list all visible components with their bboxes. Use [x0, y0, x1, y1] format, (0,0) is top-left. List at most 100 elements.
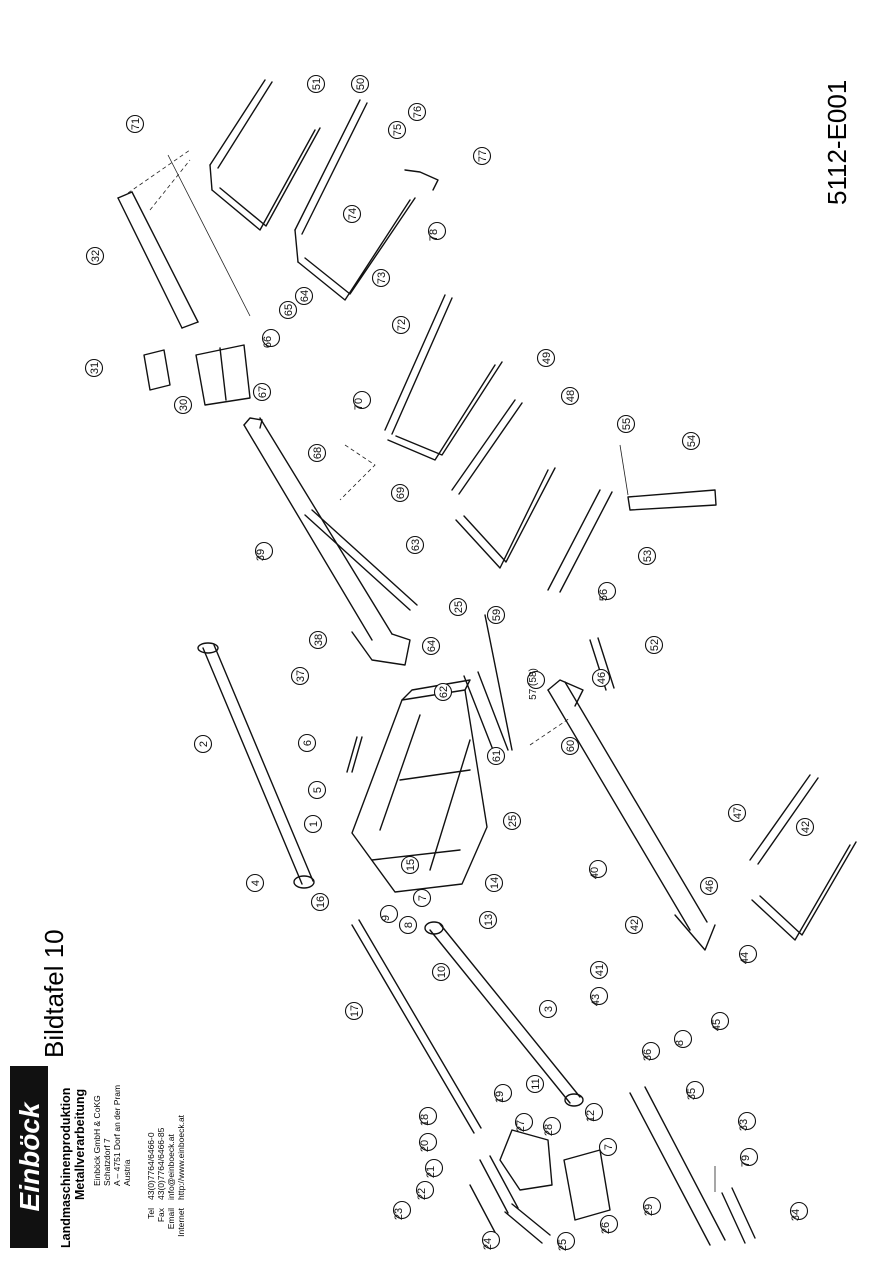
- svg-text:23: 23: [393, 1208, 405, 1220]
- svg-text:2: 2: [198, 741, 210, 747]
- svg-text:43: 43: [590, 994, 602, 1006]
- callout-56: 56: [597, 581, 617, 601]
- callout-46b: 46: [699, 876, 719, 896]
- contact-email-label: Email: [166, 1208, 176, 1229]
- callout-23: 23: [392, 1200, 412, 1220]
- svg-text:16: 16: [315, 896, 327, 908]
- svg-text:26: 26: [600, 1222, 612, 1234]
- callout-44: 44: [738, 944, 758, 964]
- callout-14: 14: [484, 873, 504, 893]
- svg-text:31: 31: [89, 362, 101, 374]
- callout-63: 63: [405, 535, 425, 555]
- svg-text:40: 40: [589, 867, 601, 879]
- address-line-3: A – 4751 Dorf an der Pram: [112, 1085, 122, 1186]
- callout-16: 16: [310, 892, 330, 912]
- svg-text:62: 62: [438, 686, 450, 698]
- callout-42a: 42: [624, 915, 644, 935]
- company-tagline-1: Landmaschinenproduktion: [59, 1088, 73, 1248]
- callout-1: 1: [303, 814, 323, 834]
- svg-text:13: 13: [483, 914, 495, 926]
- callout-60: 60: [560, 736, 580, 756]
- svg-text:76: 76: [412, 106, 424, 118]
- callout-45: 45: [710, 1011, 730, 1031]
- contact-internet-label: Internet: [176, 1207, 186, 1236]
- callout-7b: 7: [598, 1137, 618, 1157]
- callout-67: 67: [252, 382, 272, 402]
- svg-text:41: 41: [594, 964, 606, 976]
- callout-25a: 25: [448, 597, 468, 617]
- svg-text:68: 68: [312, 447, 324, 459]
- callout-68: 68: [307, 443, 327, 463]
- svg-text:18: 18: [419, 1114, 431, 1126]
- callout-69: 69: [390, 483, 410, 503]
- svg-text:38: 38: [313, 634, 325, 646]
- svg-text:35: 35: [686, 1088, 698, 1100]
- callout-7a: 7: [412, 888, 432, 908]
- callout-17: 17: [344, 1001, 364, 1021]
- svg-text:12: 12: [585, 1110, 597, 1122]
- svg-text:56: 56: [598, 589, 610, 601]
- callout-36: 36: [641, 1041, 661, 1061]
- svg-text:63: 63: [410, 539, 422, 551]
- svg-text:24: 24: [482, 1238, 494, 1250]
- callout-29: 29: [642, 1196, 662, 1216]
- address-line-1: Einböck GmbH & CoKG: [92, 1095, 102, 1186]
- callout-28: 28: [542, 1116, 562, 1136]
- callout-57: 57 (58): [526, 668, 546, 700]
- svg-text:7: 7: [417, 895, 429, 901]
- callout-33: 33: [737, 1111, 757, 1131]
- svg-text:21: 21: [425, 1166, 437, 1178]
- callout-40: 40: [588, 859, 608, 879]
- callout-49: 49: [536, 348, 556, 368]
- svg-text:55: 55: [621, 418, 633, 430]
- callout-15: 15: [400, 855, 420, 875]
- callout-27: 27: [514, 1112, 534, 1132]
- svg-text:71: 71: [130, 118, 142, 130]
- callout-51: 51: [306, 74, 326, 94]
- callout-64a: 64: [421, 636, 441, 656]
- callout-42b: 42: [795, 817, 815, 837]
- drawing-number: 5112-E001: [822, 80, 852, 205]
- callout-77: 77: [472, 146, 492, 166]
- contact-fax-label: Fax: [156, 1207, 166, 1222]
- contact-tel-value: 43(0)7764/6466-0: [146, 1132, 156, 1200]
- logo-text: Einböck: [14, 1101, 45, 1211]
- svg-text:39: 39: [255, 549, 267, 561]
- svg-text:79: 79: [740, 1155, 752, 1167]
- address-line-4: Austria: [122, 1159, 132, 1186]
- callout-70: 70: [352, 390, 372, 410]
- svg-text:11: 11: [530, 1078, 542, 1089]
- callout-38: 38: [308, 630, 328, 650]
- callout-50: 50: [350, 74, 370, 94]
- svg-text:42: 42: [800, 821, 812, 833]
- company-info: Landmaschinenproduktion Metallverarbeitu…: [59, 1085, 186, 1248]
- svg-text:72: 72: [396, 319, 408, 331]
- svg-text:46: 46: [596, 672, 608, 684]
- contact-internet-value: http://www.einboeck.at: [176, 1114, 186, 1200]
- svg-text:52: 52: [649, 639, 661, 651]
- svg-text:50: 50: [355, 78, 367, 90]
- callout-24: 24: [481, 1230, 501, 1250]
- callout-12: 12: [584, 1102, 604, 1122]
- svg-text:36: 36: [642, 1049, 654, 1061]
- callout-20: 20: [418, 1132, 438, 1152]
- callout-52: 52: [644, 635, 664, 655]
- callout-71: 71: [125, 114, 145, 134]
- svg-text:10: 10: [436, 966, 448, 978]
- callout-55: 55: [616, 414, 636, 434]
- svg-text:77: 77: [477, 150, 489, 162]
- svg-text:74: 74: [347, 208, 359, 220]
- svg-text:27: 27: [515, 1120, 527, 1132]
- callout-78: 78: [427, 221, 447, 241]
- svg-text:49: 49: [541, 352, 553, 364]
- svg-text:65: 65: [283, 304, 295, 316]
- svg-text:7: 7: [603, 1144, 615, 1150]
- company-tagline-2: Metallverarbeitung: [73, 1089, 87, 1200]
- svg-text:70: 70: [353, 398, 365, 410]
- contact-fax-value: 43(0)7764/6466-85: [156, 1127, 166, 1200]
- callout-72: 72: [391, 315, 411, 335]
- svg-text:20: 20: [419, 1140, 431, 1152]
- callout-54: 54: [681, 431, 701, 451]
- callout-62: 62: [433, 682, 453, 702]
- callout-18: 18: [418, 1106, 438, 1126]
